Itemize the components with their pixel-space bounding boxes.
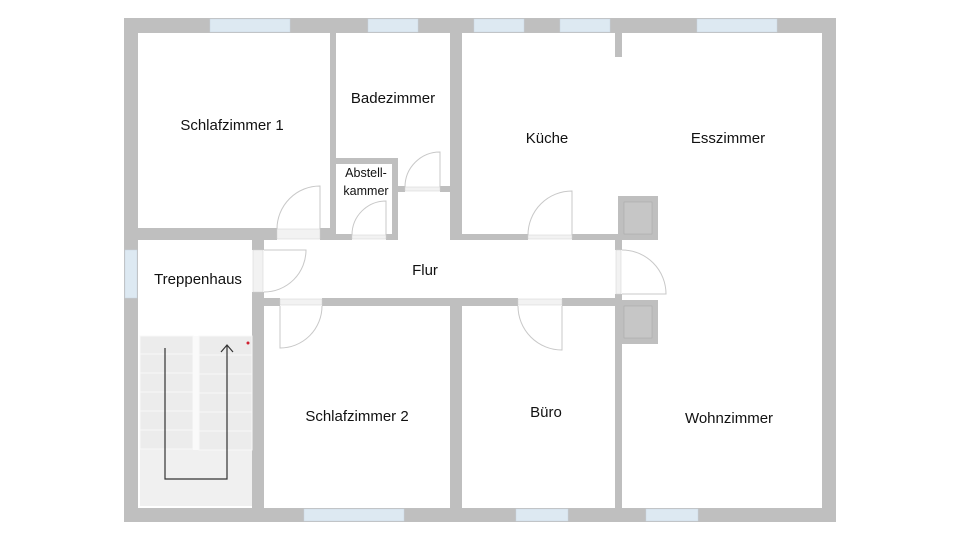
room-label-treppenhaus: Treppenhaus xyxy=(154,271,242,288)
chimney-icon xyxy=(618,196,658,344)
room-label-badezimmer: Badezimmer xyxy=(351,90,435,107)
doors xyxy=(252,151,667,351)
window xyxy=(209,18,291,33)
room-label-flur: Flur xyxy=(412,262,438,279)
room-label-kueche: Küche xyxy=(526,130,569,147)
window xyxy=(515,508,569,522)
room-label-abstellkammer-2: kammer xyxy=(343,184,388,198)
room-label-abstellkammer-1: Abstell- xyxy=(345,166,387,180)
stair-arrow-icon xyxy=(164,344,234,480)
staircase xyxy=(139,335,253,506)
window xyxy=(367,18,419,33)
room-label-schlafzimmer-2: Schlafzimmer 2 xyxy=(305,408,408,425)
window xyxy=(696,18,778,33)
window xyxy=(559,18,611,33)
window xyxy=(124,249,138,299)
windows xyxy=(124,18,778,522)
room-label-wohnzimmer: Wohnzimmer xyxy=(685,410,773,427)
interior-walls xyxy=(138,33,622,508)
room-label-esszimmer: Esszimmer xyxy=(691,130,765,147)
room-label-buero: Büro xyxy=(530,404,562,421)
window xyxy=(473,18,525,33)
room-label-schlafzimmer-1: Schlafzimmer 1 xyxy=(180,117,283,134)
window xyxy=(645,508,699,522)
window xyxy=(303,508,405,522)
